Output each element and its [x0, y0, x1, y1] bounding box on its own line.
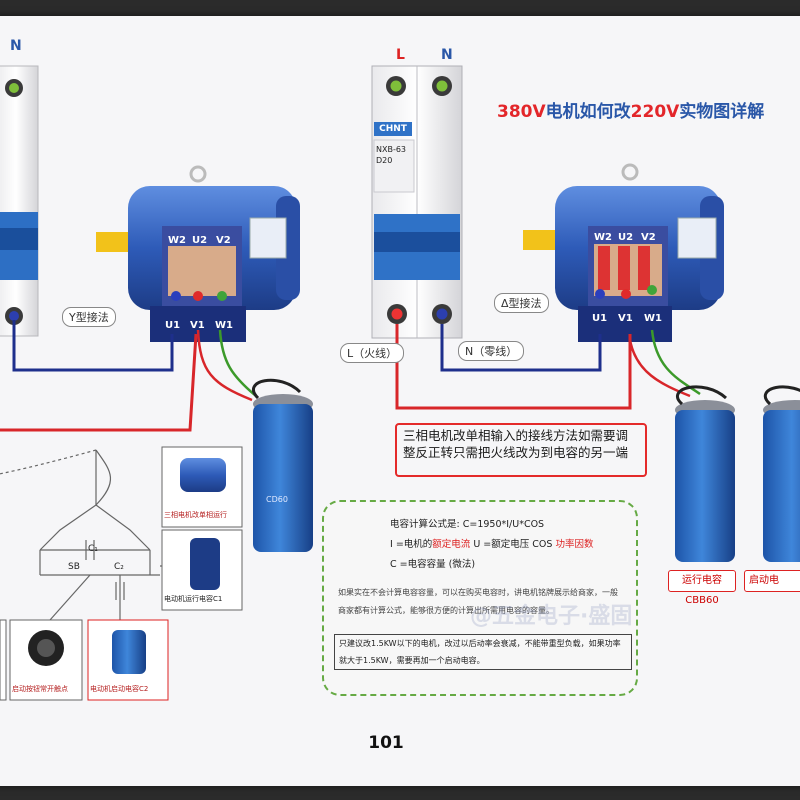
left-capacitor-text: CD60	[266, 495, 288, 504]
instruction-box: 三相电机改单相输入的接线方法如需要调整反正转只需把火线改为到电容的另一端	[395, 423, 647, 477]
left-terminal-w2: W2	[168, 235, 186, 246]
formula-rated-current: 额定电流	[432, 539, 471, 550]
breaker-model: NXB-63	[376, 145, 407, 154]
left-motor	[96, 165, 300, 342]
left-terminal-v1: V1	[190, 320, 205, 331]
live-wire-label: L（火线）	[340, 343, 405, 363]
page-number: 101	[368, 733, 404, 753]
right-breaker	[371, 65, 463, 339]
right-terminal-v2: V2	[641, 232, 656, 243]
formula-warning: 只建议改1.5KW以下的电机，改过以后动率会衰减，不能带重型负载，如果功率就大于…	[334, 634, 632, 670]
left-breaker-n-label: N	[10, 38, 22, 54]
formula-u: U =额定电压 COS	[470, 539, 556, 550]
neutral-wire-label: N（零线）	[458, 341, 525, 361]
formula-box: 电容计算公式是: C=1950*I/U*COS I =电机的额定电流 U =额定…	[322, 500, 638, 696]
schematic-run-cap-caption: 电动机运行电容C1	[164, 595, 223, 603]
formula-line-1: 电容计算公式是: C=1950*I/U*COS	[390, 519, 545, 530]
breaker-rating: D20	[376, 156, 393, 165]
title-text-b: 实物图详解	[679, 102, 765, 122]
start-capacitor-partial	[763, 385, 800, 562]
left-breaker	[0, 65, 39, 337]
breaker-brand: CHNT	[374, 122, 412, 136]
run-capacitor	[675, 385, 735, 562]
left-terminal-u1: U1	[165, 320, 181, 331]
page-title: 380V电机如何改220V实物图详解	[497, 97, 764, 122]
title-text-a: 电机如何改	[545, 102, 631, 122]
breaker-n-label: N	[441, 47, 453, 63]
formula-line-2: I =电机的额定电流 U =额定电压 COS 功率因数	[390, 536, 593, 550]
formula-i: I =电机的	[390, 539, 433, 550]
right-terminal-v1: V1	[618, 313, 633, 324]
schematic-c1-label: C₁	[88, 544, 98, 554]
right-terminal-u1: U1	[592, 313, 608, 324]
right-terminal-w1: W1	[644, 313, 662, 324]
formula-power-factor: 功率因数	[555, 539, 594, 550]
schematic-motor-caption: 三相电机改单相运行	[164, 511, 227, 519]
watermark: @五金电子·盛固	[470, 604, 633, 629]
schematic-c2-label: C₂	[114, 562, 124, 572]
right-connection-label: Δ型接法	[494, 293, 549, 313]
title-voltage-220: 220V	[630, 102, 680, 122]
right-terminal-w2: W2	[594, 232, 612, 243]
left-terminal-u2: U2	[192, 235, 208, 246]
left-terminal-v2: V2	[216, 235, 231, 246]
right-terminal-u2: U2	[618, 232, 634, 243]
run-capacitor-label: 运行电容CBB60	[668, 570, 736, 606]
schematic-sb-label: SB	[68, 562, 80, 572]
left-terminal-w1: W1	[215, 320, 233, 331]
formula-note: 如果实在不会计算电容容量，可以在购买电容时，讲电机铭牌展示给商家，一般商家都有计…	[338, 588, 618, 615]
schematic-start-cap-caption: 电动机启动电容C2	[90, 685, 149, 693]
breaker-l-label: L	[396, 47, 405, 63]
title-voltage-380: 380V	[497, 102, 546, 122]
left-capacitor	[252, 378, 313, 552]
right-motor	[523, 163, 724, 342]
left-connection-label: Y型接法	[62, 307, 116, 327]
start-capacitor-label: 启动电	[744, 570, 800, 592]
schematic-button-caption: 启动按钮常开触点	[12, 685, 68, 693]
formula-line-3: C =电容容量 (微法)	[390, 559, 476, 570]
